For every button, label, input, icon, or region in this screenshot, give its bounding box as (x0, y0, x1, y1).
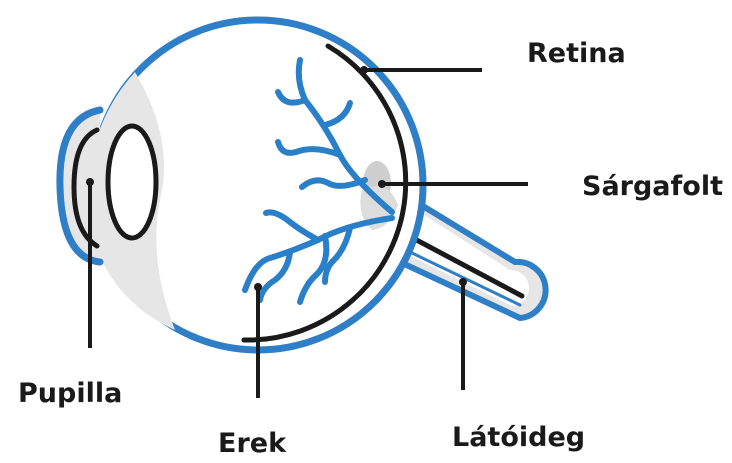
lens (108, 126, 156, 238)
leader-retina-dot (360, 66, 368, 74)
leader-vessels-dot (254, 283, 262, 291)
label-optic-nerve: Látóideg (452, 422, 585, 453)
label-retina: Retina (527, 38, 626, 69)
leader-macula-dot (378, 180, 386, 188)
label-vessels: Erek (218, 428, 287, 459)
label-macula: Sárgafolt (582, 171, 723, 202)
leader-pupil-dot (86, 178, 94, 186)
label-pupil: Pupilla (18, 378, 122, 409)
leader-optic-nerve-dot (459, 278, 467, 286)
